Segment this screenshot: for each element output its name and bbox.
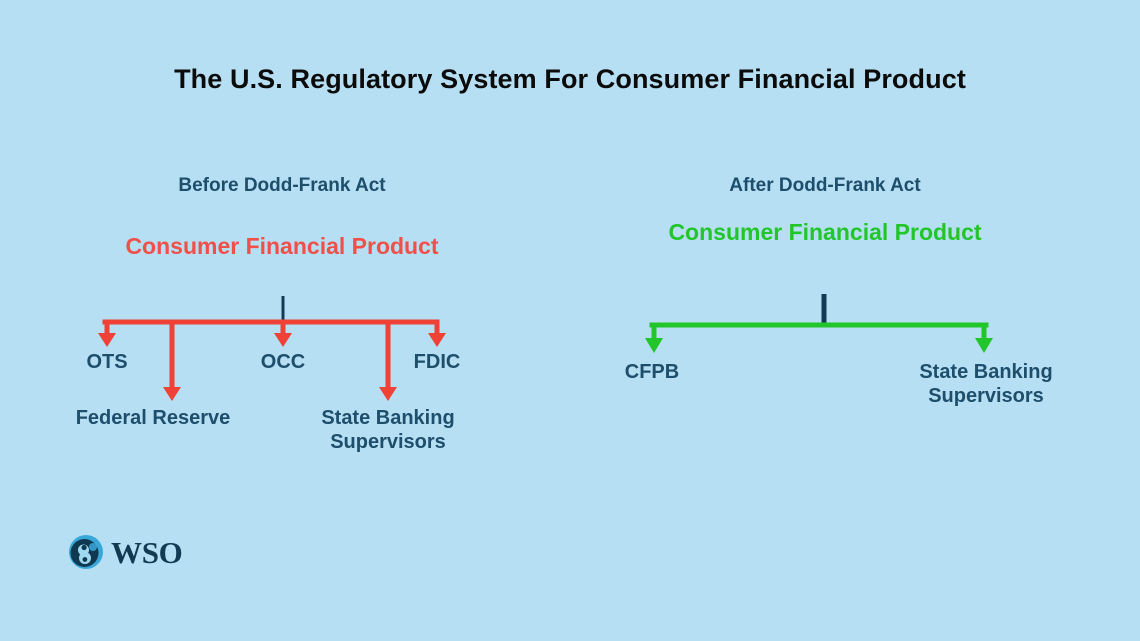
page-title: The U.S. Regulatory System For Consumer … [174,64,966,94]
leaf-label-ots: OTS [86,351,128,373]
arrow-to-state-banking-supervisors-right-icon [975,325,993,353]
leaf-label-occ: OCC [260,351,306,373]
wso-wordmark: WSO [111,534,183,570]
arrow-to-occ-icon [274,322,292,347]
leaf-label-cfpb: CFPB [624,361,680,383]
arrow-to-cfpb-icon [645,325,663,353]
before-dodd-frank-heading: Before Dodd-Frank Act [178,175,386,196]
arrow-to-fdic-icon [428,322,446,347]
arrow-to-federal-reserve-icon [163,322,181,401]
leaf-label-state-banking-supervisors-right: State Banking Supervisors [919,361,1053,408]
after-dodd-frank-heading: After Dodd-Frank Act [729,175,921,196]
arrow-to-ots-icon [98,322,116,347]
before-root-node-label: Consumer Financial Product [125,233,439,259]
leaf-label-fdic: FDIC [413,351,461,373]
leaf-label-state-banking-supervisors-left: State Banking Supervisors [321,407,455,454]
wso-logo: WSO [68,534,183,570]
wso-globe-icon [68,534,104,570]
after-root-node-label: Consumer Financial Product [668,219,982,245]
leaf-label-federal-reserve: Federal Reserve [75,407,231,429]
